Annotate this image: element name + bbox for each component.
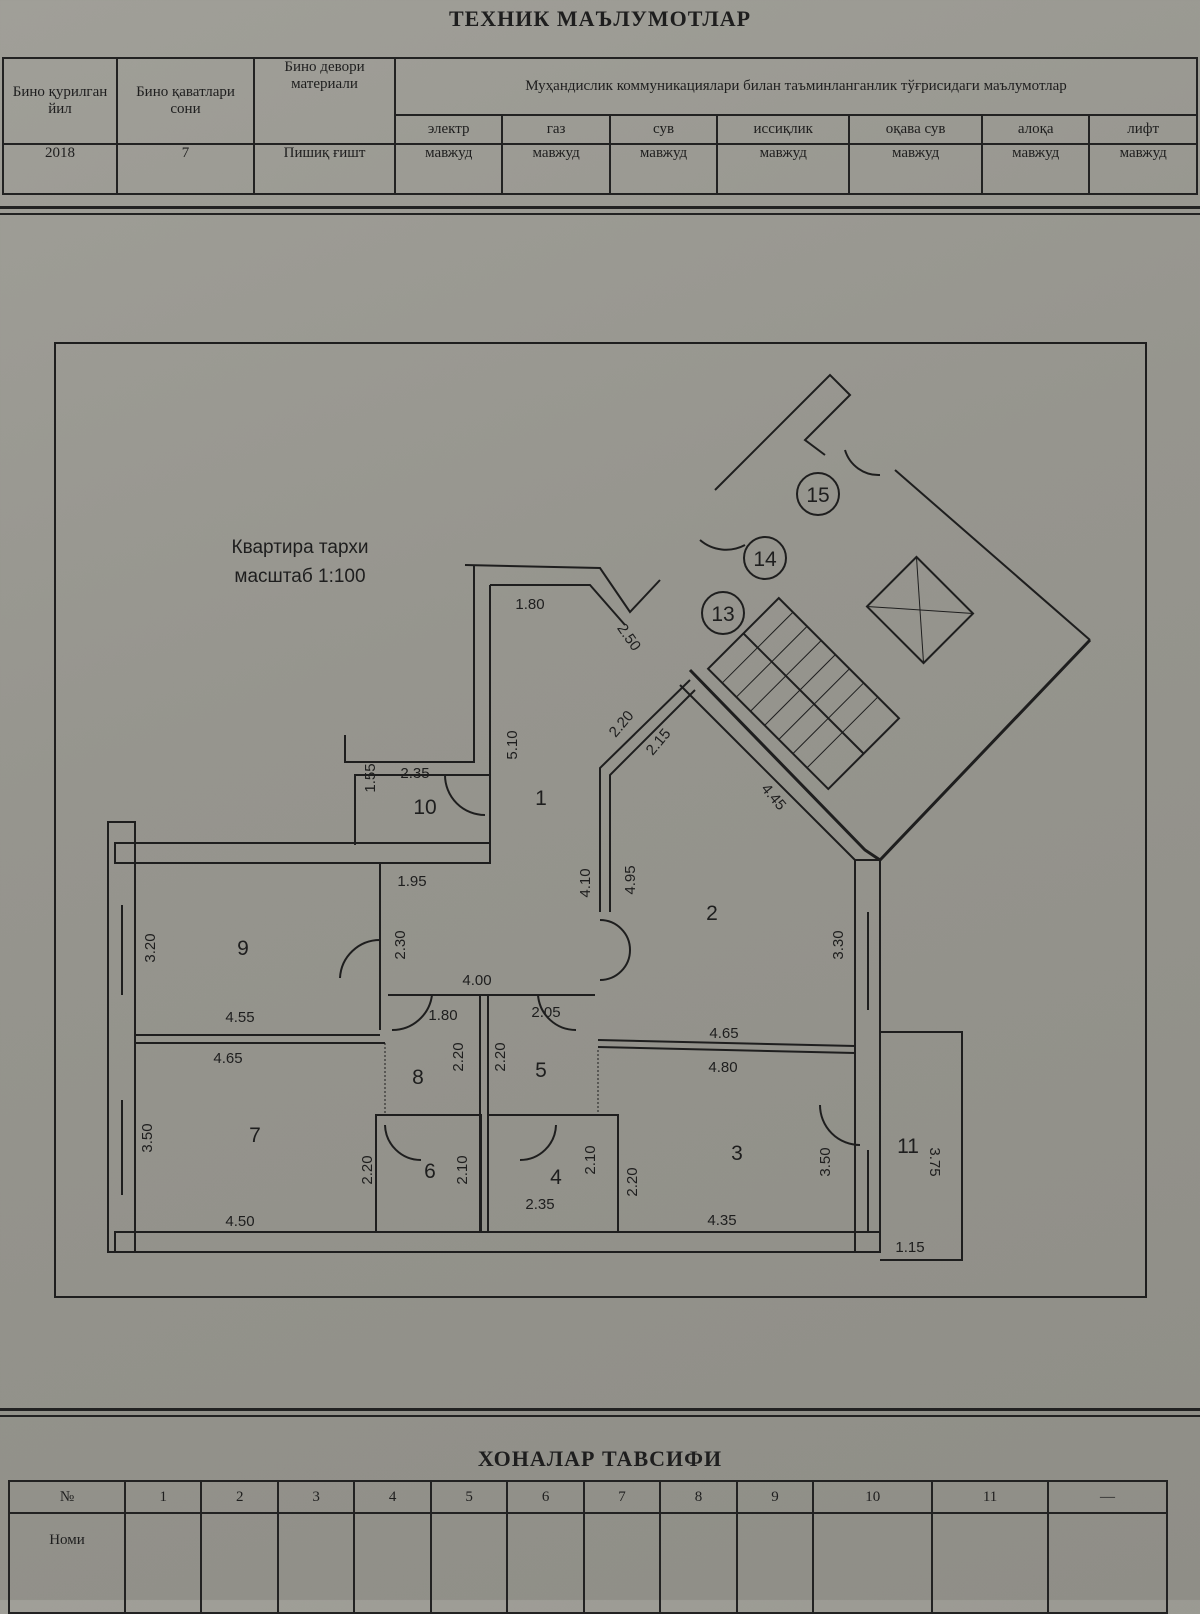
dim: 2.35 — [400, 765, 429, 782]
room-5: 5 — [535, 1059, 547, 1082]
dim: 4.00 — [462, 972, 491, 989]
room-1: 1 — [535, 787, 547, 810]
rooms-table-title: ХОНАЛАР ТАВСИФИ — [477, 1446, 723, 1471]
value-telecom: мавжуд — [980, 143, 1091, 195]
dim: 1.80 — [515, 596, 544, 613]
value-elevator: мавжуд — [1088, 143, 1198, 195]
dim: 4.50 — [225, 1213, 254, 1230]
dim: 2.20 — [450, 1042, 467, 1071]
utility-telecom: алоқа — [980, 114, 1091, 145]
dim: 1.80 — [428, 1007, 457, 1024]
utility-electric: электр — [393, 114, 504, 145]
room-col: 8 — [659, 1480, 738, 1514]
staircase — [706, 596, 901, 791]
header-year: Бино қурилган йил — [2, 57, 118, 145]
dim: 4.95 — [622, 865, 639, 894]
dim: 2.20 — [359, 1155, 376, 1184]
room-4: 4 — [550, 1166, 562, 1189]
room-3: 3 — [731, 1142, 743, 1165]
plan-frame — [54, 342, 1147, 1298]
room-col: 3 — [276, 1480, 356, 1514]
value-heating: мавжуд — [716, 143, 851, 195]
header-floors: Бино қаватлари сони — [116, 57, 255, 145]
room-7: 7 — [249, 1124, 261, 1147]
dim: 4.80 — [708, 1059, 737, 1076]
value-sewer: мавжуд — [848, 143, 983, 195]
room-2: 2 — [706, 902, 718, 925]
plan-scale: масштаб 1:100 — [234, 566, 365, 587]
room-col: 7 — [582, 1480, 662, 1514]
room-col: 11 — [931, 1480, 1050, 1514]
room-11: 11 — [897, 1135, 919, 1158]
divider-top — [0, 206, 1200, 215]
value-year: 2018 — [2, 143, 118, 195]
plan-caption: Квартира тархи — [232, 537, 369, 558]
dim: 4.35 — [707, 1212, 736, 1229]
value-electric: мавжуд — [393, 143, 504, 195]
room-col: 9 — [735, 1480, 815, 1514]
dim: 3.30 — [830, 930, 847, 959]
area-14: 14 — [753, 548, 777, 571]
utility-gas: газ — [501, 114, 611, 145]
dimensions: 1.80 2.50 2.20 2.15 5.10 2.35 1.55 1.95 … — [139, 596, 943, 1256]
room-col: 5 — [429, 1480, 509, 1514]
dim: 3.20 — [142, 933, 159, 962]
dim: 4.65 — [213, 1050, 242, 1067]
dim: 3.50 — [817, 1147, 834, 1176]
utility-sewer: оқава сув — [848, 114, 983, 145]
circled-numbers: 13 14 15 — [701, 472, 840, 635]
room-col: 2 — [200, 1480, 279, 1514]
room-col: 4 — [353, 1480, 432, 1514]
dim: 2.10 — [454, 1155, 471, 1184]
tech-info-table: Бино қурилган йил Бино қаватлари сони Би… — [2, 57, 1198, 195]
room-numbers: 1 2 3 4 5 6 7 8 9 10 11 — [237, 787, 919, 1189]
dim: 2.05 — [531, 1004, 560, 1021]
room-9: 9 — [237, 937, 249, 960]
area-15: 15 — [806, 484, 829, 507]
room-col: 6 — [506, 1480, 585, 1514]
dim: 3.75 — [926, 1147, 943, 1176]
header-utilities: Муҳандислик коммуникациялари билан таъми… — [394, 57, 1198, 116]
dim: 1.55 — [362, 763, 379, 792]
rooms-table: № 1 2 3 4 5 6 7 8 9 10 11 — Номи — [8, 1480, 1168, 1614]
dim: 3.50 — [139, 1123, 156, 1152]
dim: 4.65 — [709, 1025, 738, 1042]
value-wall: Пишиқ ғишт — [253, 143, 396, 195]
tech-info-title: ТЕХНИК МАЪЛУМОТЛАР — [448, 6, 752, 31]
dim: 2.10 — [582, 1145, 599, 1174]
header-name: Номи — [8, 1512, 126, 1614]
room-6: 6 — [424, 1160, 436, 1183]
dim: 5.10 — [504, 730, 521, 759]
dim: 1.15 — [895, 1239, 924, 1256]
header-wall: Бино девори материали — [253, 57, 396, 145]
dim: 2.30 — [392, 930, 409, 959]
utility-water: сув — [608, 114, 719, 145]
room-col: — — [1047, 1480, 1168, 1514]
dim: 2.50 — [613, 621, 644, 655]
dim: 2.20 — [492, 1042, 509, 1071]
divider-bottom — [0, 1408, 1200, 1417]
header-no: № — [8, 1480, 126, 1514]
room-col: 10 — [812, 1480, 934, 1514]
dim: 4.45 — [758, 780, 790, 813]
utility-elevator: лифт — [1088, 114, 1198, 145]
utility-heating: иссиқлик — [716, 114, 851, 145]
room-10: 10 — [413, 796, 436, 819]
dim: 2.20 — [624, 1167, 641, 1196]
dim: 4.55 — [225, 1009, 254, 1026]
value-gas: мавжуд — [501, 143, 611, 195]
room-col: 1 — [123, 1480, 203, 1514]
dim: 2.15 — [643, 725, 675, 758]
dim: 1.95 — [397, 873, 426, 890]
walls — [107, 373, 1092, 1261]
dim: 4.10 — [577, 868, 594, 897]
value-floors: 7 — [116, 143, 255, 195]
area-13: 13 — [711, 603, 734, 626]
value-water: мавжуд — [608, 143, 719, 195]
room-8: 8 — [412, 1066, 424, 1089]
dim: 2.35 — [525, 1196, 554, 1213]
elevator — [865, 555, 975, 665]
